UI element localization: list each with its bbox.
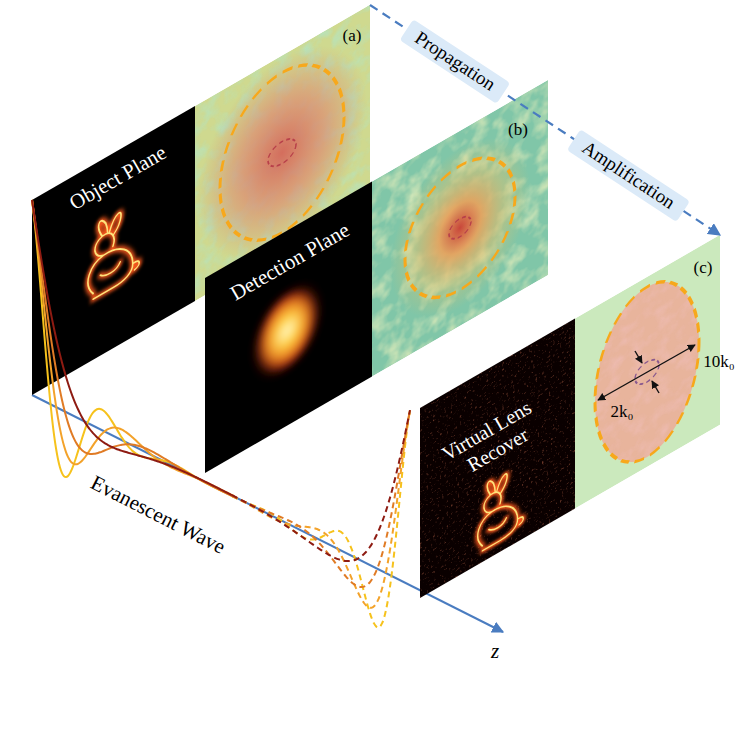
spectrum-texture [590, 248, 705, 494]
object-image [32, 106, 195, 395]
object-plane-panel: Object Plane (a) [32, 5, 370, 395]
wave-curve [232, 410, 410, 608]
cutoff-ellipse [595, 257, 699, 487]
cutoff-ellipse [405, 134, 515, 322]
spectrum-ground [575, 235, 720, 509]
step-tag: Amplification [566, 129, 689, 222]
wave-curve [32, 200, 234, 497]
recover-panel: Virtual Lens Recover (c) [420, 235, 720, 598]
narrow-band-arrow [635, 351, 642, 363]
recover-spectrum [575, 235, 720, 509]
spectrum-texture-group [590, 248, 705, 494]
bandwidth-label: 2k₀ [611, 403, 634, 422]
inner-ellipse [268, 134, 296, 172]
recover-panel [420, 235, 720, 598]
axis-label: z [491, 640, 499, 663]
tag-text: Propagation [411, 27, 499, 95]
detection-spectrum [372, 80, 548, 377]
narrow-band-arrow [652, 381, 659, 393]
spectrum-center [390, 107, 530, 348]
recover-image [420, 319, 575, 598]
wave-curve [32, 200, 234, 496]
flow-arrow [370, 5, 720, 235]
panel-letter: (a) [343, 27, 362, 46]
rabbit-object [88, 199, 139, 302]
wave-label: Evanescent Wave [87, 471, 229, 559]
bandwidth-arrows [598, 345, 695, 400]
connectors [370, 5, 720, 235]
wave-curve [232, 410, 410, 627]
panel-letter: (b) [508, 121, 528, 140]
wave-curve [32, 200, 234, 497]
spectrum-texture [372, 80, 548, 377]
bandwidth-label: 10k₀ [703, 353, 734, 372]
inner-ellipse [449, 212, 471, 243]
panel-title: Detection Plane [226, 219, 353, 306]
panel-title: Virtual Lens Recover [430, 391, 554, 488]
recover-noise [420, 319, 575, 598]
step-tag: Propagation [400, 19, 510, 103]
rabbit-recovered [478, 462, 523, 554]
detection-image [205, 182, 372, 473]
spectrum-ground [372, 80, 548, 377]
tag-text: Amplification [578, 137, 679, 213]
wide-band-arrow [598, 345, 695, 400]
wave-curve [32, 200, 234, 496]
wave-curve [232, 410, 410, 561]
panel-title: Object Plane [66, 141, 171, 215]
panel-letter: (c) [694, 259, 713, 278]
wave-curve [232, 410, 410, 587]
evanescent-waves [32, 200, 410, 627]
